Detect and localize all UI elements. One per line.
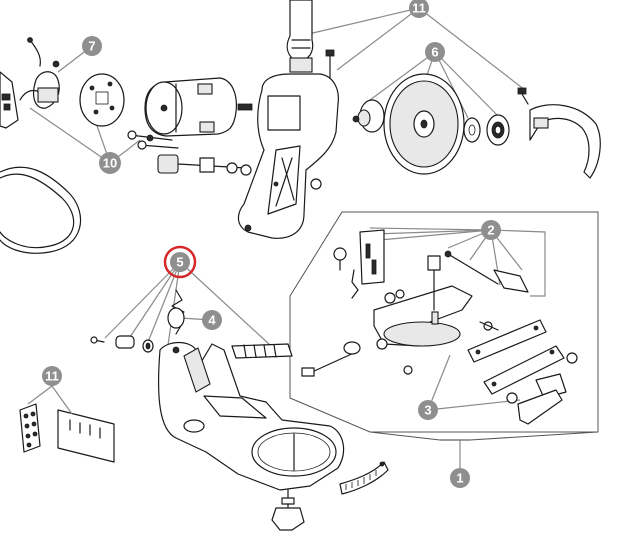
insert-plate-dotted <box>19 403 41 453</box>
wheel-flange <box>352 99 385 133</box>
cam-links <box>467 319 578 395</box>
base-screws-and-bushings <box>90 335 154 353</box>
armature-shaft <box>157 154 252 176</box>
vise-body <box>373 255 473 347</box>
top-handle-grip <box>286 0 314 73</box>
switch-housing <box>0 37 60 129</box>
svg-text:2: 2 <box>487 223 494 238</box>
clamp-bracket <box>333 229 385 299</box>
callout-2: 2 <box>481 220 501 240</box>
pivot-spring <box>167 289 185 335</box>
angle-turntable <box>251 427 337 477</box>
svg-text:1: 1 <box>456 471 463 486</box>
callout-5-highlighted: 5 <box>163 245 197 279</box>
svg-text:7: 7 <box>88 39 95 54</box>
svg-text:3: 3 <box>424 403 431 418</box>
callout-7: 7 <box>82 36 102 56</box>
insert-plate-slotted <box>57 409 115 463</box>
lever-handle <box>506 373 567 425</box>
svg-text:5: 5 <box>176 255 183 270</box>
callout-10: 10 <box>99 152 121 174</box>
long-bolt <box>301 341 361 377</box>
angle-scale <box>339 461 389 495</box>
base-knob <box>271 489 305 531</box>
end-cap <box>79 73 125 127</box>
motor <box>144 77 253 137</box>
callout-4: 4 <box>202 310 222 330</box>
wheel-guard <box>517 87 601 179</box>
callout-3: 3 <box>418 400 438 420</box>
adjust-bolt <box>231 343 293 359</box>
grinder-handle-body <box>237 73 339 239</box>
vise-screws <box>376 289 499 375</box>
callout-11-left: 11 <box>42 366 62 386</box>
svg-text:11: 11 <box>45 369 59 384</box>
wheel-washers <box>463 114 510 146</box>
handle-screw <box>325 49 335 79</box>
vise-rod <box>444 250 529 293</box>
svg-text:6: 6 <box>431 45 438 60</box>
svg-text:10: 10 <box>103 156 117 171</box>
svg-text:11: 11 <box>412 1 426 16</box>
callout-6: 6 <box>425 42 445 62</box>
svg-text:4: 4 <box>208 313 216 328</box>
grinding-wheel <box>383 73 465 175</box>
motor-screws <box>127 130 179 150</box>
power-cable <box>0 166 82 254</box>
callout-1: 1 <box>450 468 470 488</box>
callout-11-top: 11 <box>409 0 429 18</box>
assembly-1-bracket <box>369 431 599 441</box>
